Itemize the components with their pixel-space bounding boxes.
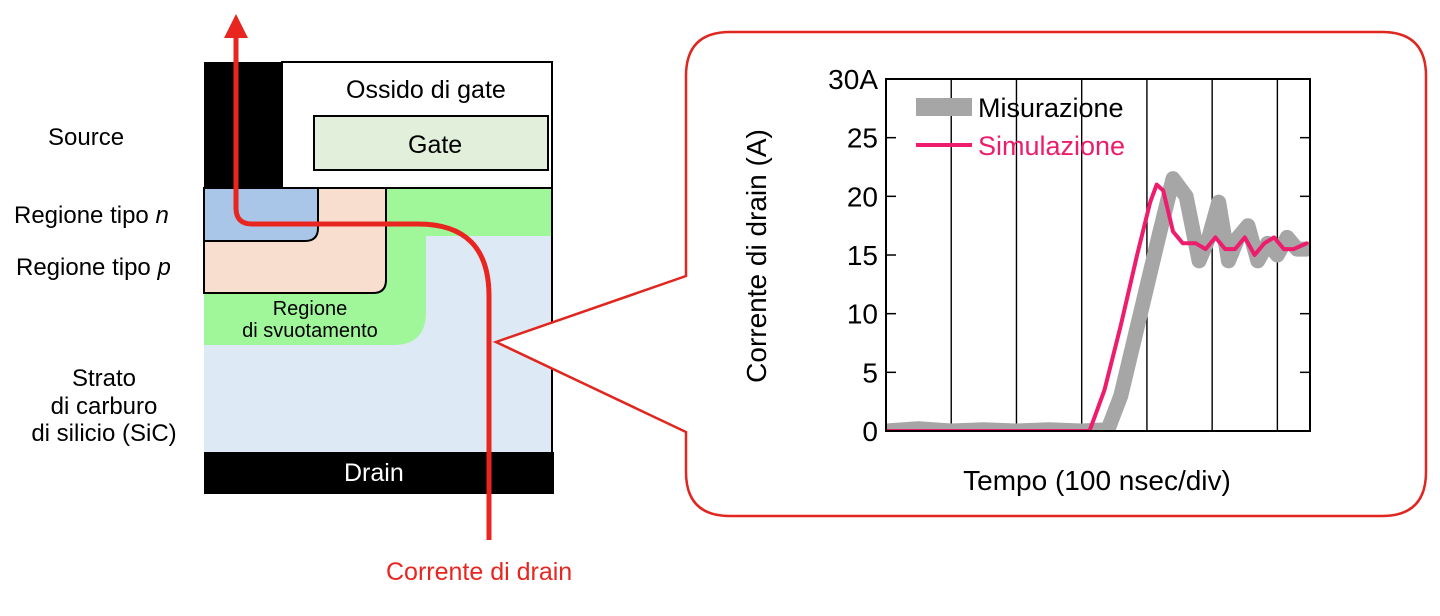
n-region-letter: n xyxy=(155,202,169,229)
gate-oxide-label: Ossido di gate xyxy=(346,76,506,104)
legend-label-simulated: Simulazione xyxy=(978,131,1125,161)
sic-label-line-3: di silicio (SiC) xyxy=(31,420,177,448)
series-line-simulated xyxy=(886,182,1309,431)
current-arrow-head xyxy=(224,14,248,38)
y-tick-label: 0 xyxy=(862,416,878,447)
chart-y-axis-label: Corrente di drain (A) xyxy=(741,129,772,383)
n-region-label-text: Regione tipo xyxy=(14,202,156,229)
y-tick-label: 10 xyxy=(847,299,878,330)
sic-label-line-1: Strato xyxy=(71,365,137,392)
source-metal xyxy=(204,62,282,188)
drain-current-path xyxy=(233,36,492,540)
chart-legend: Misurazione Simulazione xyxy=(916,93,1125,161)
legend-label-measured: Misurazione xyxy=(978,93,1124,123)
gate-electrode xyxy=(313,115,549,171)
sic-label-line-2: di carburo xyxy=(50,392,158,420)
y-tick-label: 20 xyxy=(847,181,878,212)
p-region-label-text: Regione tipo xyxy=(16,254,158,281)
y-tick-label: 15 xyxy=(847,240,878,271)
chart-x-axis-label: Tempo (100 nsec/div) xyxy=(963,465,1231,496)
chart-y-ticks: 0 5 10 15 20 25 30A xyxy=(828,64,878,447)
callout-bubble xyxy=(492,30,1428,518)
p-region-letter: p xyxy=(157,254,171,281)
n-type-region xyxy=(203,187,319,242)
depletion-label-line-2: di svuotamento xyxy=(242,320,378,342)
depletion-region-label: Regione di svuotamento xyxy=(210,298,410,342)
plot-frame xyxy=(885,78,1311,432)
drain-current-label: Corrente di drain xyxy=(386,558,573,586)
drain-metal xyxy=(204,452,554,494)
depletion-label-line-1: Regione xyxy=(272,298,348,320)
y-tick-label: 30A xyxy=(828,64,878,95)
chart-series xyxy=(886,171,1310,431)
source-label: Source xyxy=(48,124,125,151)
n-region-label: Regione tipo n xyxy=(14,202,169,230)
sic-layer-label: Strato di carburo di silicio (SiC) xyxy=(6,365,202,448)
p-region-label: Regione tipo p xyxy=(16,254,171,282)
y-tick-label: 5 xyxy=(862,357,878,388)
gate-label: Gate xyxy=(408,131,463,159)
drain-label: Drain xyxy=(344,459,404,487)
y-tick-label: 25 xyxy=(847,123,878,154)
